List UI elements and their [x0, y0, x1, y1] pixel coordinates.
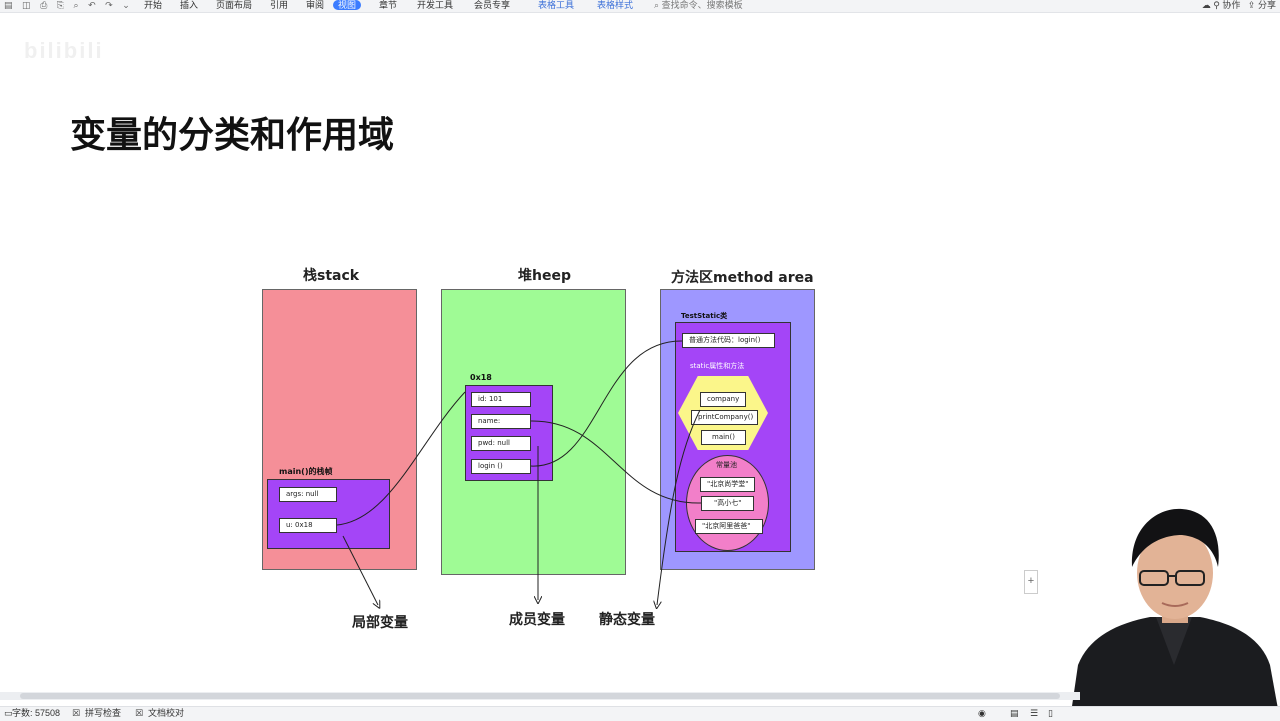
ribbon-tab-7[interactable]: 开发工具: [417, 0, 454, 10]
add-button[interactable]: +: [1024, 570, 1038, 594]
stack-frame-label: main()的栈帧: [279, 467, 333, 476]
object-cell-id: id: 101: [471, 392, 531, 407]
arrow-local-var: [342, 535, 378, 605]
scrollbar-thumb[interactable]: [20, 693, 1060, 699]
local-variable-label: 局部变量: [352, 615, 408, 631]
share-button[interactable]: ⇪ 分享: [1248, 0, 1276, 10]
static-variable-label: 静态变量: [599, 612, 655, 628]
outline-view-icon[interactable]: ☰: [1030, 708, 1039, 718]
ribbon-bar: ▤ ◫ ⎙ ⎘ ⌕ ↶ ↷ ⌄ 开始 插入 页面布局 引用 审阅视图 章节 开发工具 会员专享…: [0, 0, 1280, 13]
class-label: TestStatic类: [681, 312, 728, 320]
share-label: 分享: [1257, 0, 1276, 10]
redo-icon[interactable]: ↷: [105, 0, 113, 10]
export-icon[interactable]: ⎙: [40, 0, 48, 10]
heap-heading: 堆heep: [518, 268, 571, 284]
ref-static-to-label: [657, 409, 701, 605]
ribbon-tab-9[interactable]: 表格工具: [538, 0, 575, 10]
quick-access-toolbar: ▤ ◫ ⎙ ⎘ ⌕ ↶ ↷ ⌄: [4, 0, 137, 10]
collab-icon: ⚲: [1213, 0, 1220, 10]
static-cell-main: main(): [701, 430, 746, 445]
ref-u-to-object: [336, 391, 466, 526]
preview-icon[interactable]: ⌕: [73, 0, 79, 10]
pool-cell-1: "北京尚学堂": [700, 477, 755, 492]
static-cell-company: company: [700, 392, 746, 407]
method-code-cell: 普通方法代码：login(): [682, 333, 775, 348]
member-variable-label: 成员变量: [509, 612, 565, 628]
ribbon-tab-2[interactable]: 页面布局: [216, 0, 253, 10]
collab-button[interactable]: ⚲ 协作: [1213, 0, 1240, 10]
object-cell-name: name:: [471, 414, 531, 429]
stack-heading: 栈stack: [303, 268, 360, 284]
cloud-icon[interactable]: ☁: [1201, 0, 1211, 10]
command-search[interactable]: ⌕ 查找命令、搜索模板: [654, 0, 743, 10]
object-cell-pwd: pwd: null: [471, 436, 531, 451]
constant-pool-label: 常量池: [716, 461, 737, 469]
doc-proof-icon: ☒: [135, 708, 144, 718]
static-label: static属性和方法: [690, 362, 745, 370]
bilibili-watermark: bilibili: [24, 38, 104, 63]
ribbon-tab-1[interactable]: 插入: [180, 0, 199, 10]
spell-check-icon: ☒: [72, 708, 81, 718]
ribbon-tab-4[interactable]: 审阅: [306, 0, 325, 10]
static-cell-printcompany: printCompany(): [691, 410, 758, 425]
file-icon[interactable]: ▤: [4, 0, 13, 10]
ribbon-tab-0[interactable]: 开始: [144, 0, 163, 10]
word-count[interactable]: 字数: 57508: [12, 708, 61, 718]
spell-check-button[interactable]: 拼写检查: [85, 708, 122, 718]
read-view-icon[interactable]: ▯: [1048, 708, 1053, 718]
page-title: 变量的分类和作用域: [70, 115, 395, 156]
frame-cell-u: u: 0x18: [279, 518, 337, 533]
frame-cell-args: args: null: [279, 487, 337, 502]
status-bar: ▭ 字数: 57508 ☒ 拼写检查 ☒ 文档校对 ◉ ▤ ☰ ▯: [0, 706, 1280, 721]
share-icon: ⇪: [1247, 0, 1256, 10]
ribbon-tab-5[interactable]: 视图: [333, 0, 362, 10]
object-cell-login: login (): [471, 459, 531, 474]
ribbon-tab-3[interactable]: 引用: [270, 0, 289, 10]
save-icon[interactable]: ◫: [22, 0, 31, 10]
print-icon[interactable]: ⎘: [56, 0, 64, 10]
ref-login-to-method: [530, 340, 683, 467]
ribbon-tab-6[interactable]: 章节: [379, 0, 398, 10]
undo-icon[interactable]: ↶: [88, 0, 96, 10]
presenter-video: [1070, 505, 1280, 720]
pool-cell-2: "高小七": [701, 496, 754, 511]
page-view-icon[interactable]: ▤: [1010, 708, 1019, 718]
search-icon: ⌕: [654, 0, 660, 10]
status-toggle-icon[interactable]: ▭: [4, 708, 13, 718]
ribbon-tab-8[interactable]: 会员专享: [474, 0, 511, 10]
collab-label: 协作: [1222, 0, 1241, 10]
doc-proof-button[interactable]: 文档校对: [148, 708, 185, 718]
eye-protection-icon[interactable]: ◉: [978, 708, 986, 718]
ref-name-to-pool: [530, 420, 702, 504]
ribbon-right-actions: ☁ ⚲ 协作 ⇪ 分享: [1202, 0, 1276, 10]
method-area-heading: 方法区method area: [671, 270, 814, 286]
pool-cell-3: "北京阿里爸爸": [695, 519, 763, 534]
search-input[interactable]: 查找命令、搜索模板: [661, 0, 743, 10]
ribbon-tab-10[interactable]: 表格样式: [597, 0, 634, 10]
more-icon[interactable]: ⌄: [122, 0, 130, 10]
object-address-label: 0x18: [470, 373, 492, 382]
